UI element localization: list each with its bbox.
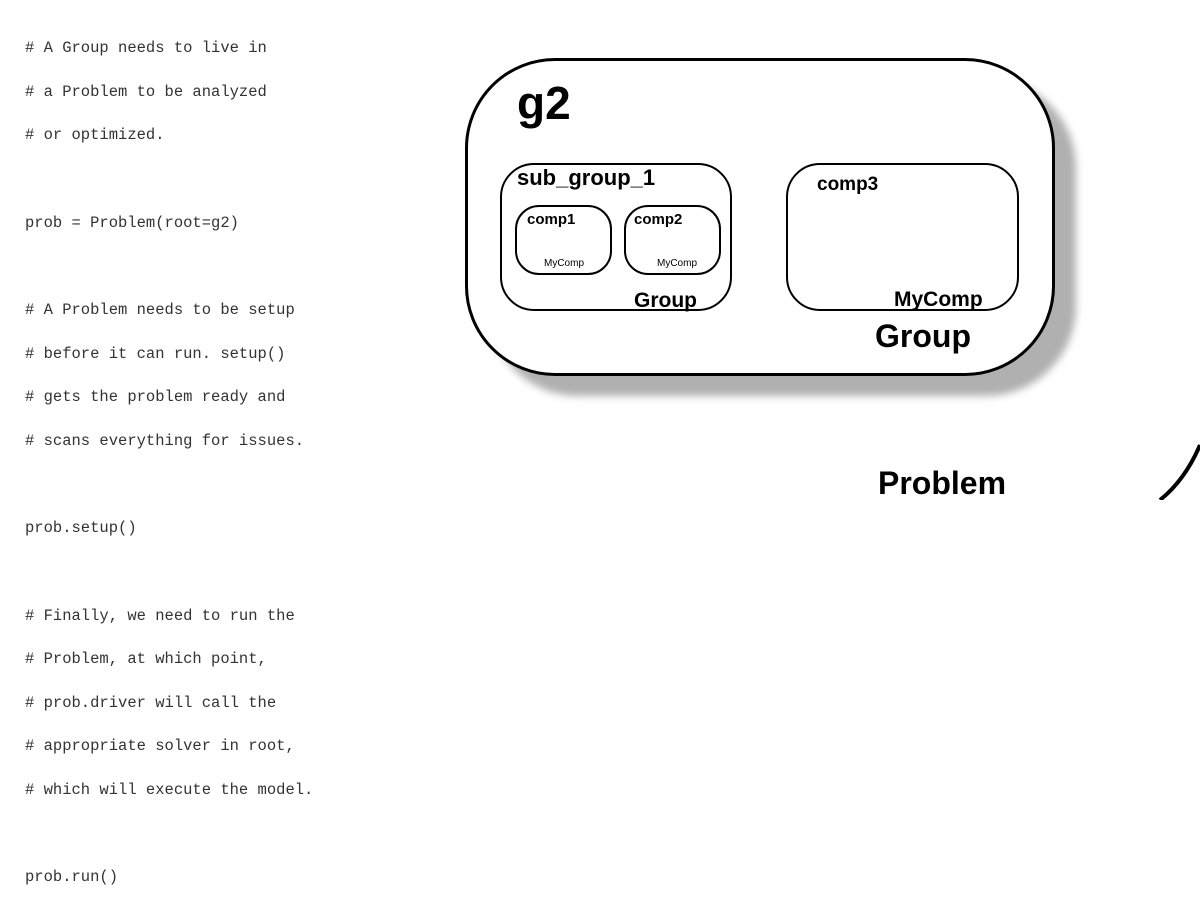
g2-title: g2 — [517, 77, 571, 129]
code-line: # or optimized. — [25, 126, 165, 144]
code-line: # which will execute the model. — [25, 780, 314, 799]
code-spacer — [25, 259, 425, 274]
g2-type-label: Group — [875, 318, 971, 354]
comp2-box — [624, 205, 721, 275]
comp3-box — [786, 163, 1019, 311]
code-spacer — [25, 477, 425, 492]
problem-type-label: Problem — [878, 465, 1007, 501]
comp1-box — [515, 205, 612, 275]
comp1-title: comp1 — [527, 211, 576, 228]
code-line: # before it can run. setup() — [25, 344, 286, 363]
code-line: # A Problem needs to be setup — [25, 301, 295, 319]
code-line: # gets the problem ready and — [25, 388, 286, 406]
code-line: # Problem, at which point, — [25, 650, 267, 668]
code-listing: # A Group needs to live in # a Problem t… — [25, 12, 425, 899]
code-spacer — [25, 172, 425, 187]
comp2-title: comp2 — [634, 211, 683, 228]
comp3-type-label: MyComp — [894, 288, 983, 311]
code-spacer — [25, 565, 425, 580]
code-line: prob.run() — [25, 868, 119, 886]
sub-group-1-title: sub_group_1 — [517, 165, 656, 190]
code-line: prob = Problem(root=g2) — [25, 213, 239, 232]
code-line: # appropriate solver in root, — [25, 737, 295, 755]
code-line: # Finally, we need to run the — [25, 606, 295, 625]
code-line: # scans everything for issues. — [25, 431, 305, 450]
comp1-type-label: MyComp — [544, 258, 585, 269]
comp3-title: comp3 — [817, 174, 879, 195]
code-line: # a Problem to be analyzed — [25, 82, 267, 101]
code-spacer — [25, 826, 425, 841]
code-line: # prob.driver will call the — [25, 693, 277, 712]
sub-group-1-type-label: Group — [634, 289, 697, 312]
code-line: prob.setup() — [25, 519, 137, 537]
code-line: # A Group needs to live in — [25, 39, 267, 57]
comp2-type-label: MyComp — [657, 258, 698, 269]
